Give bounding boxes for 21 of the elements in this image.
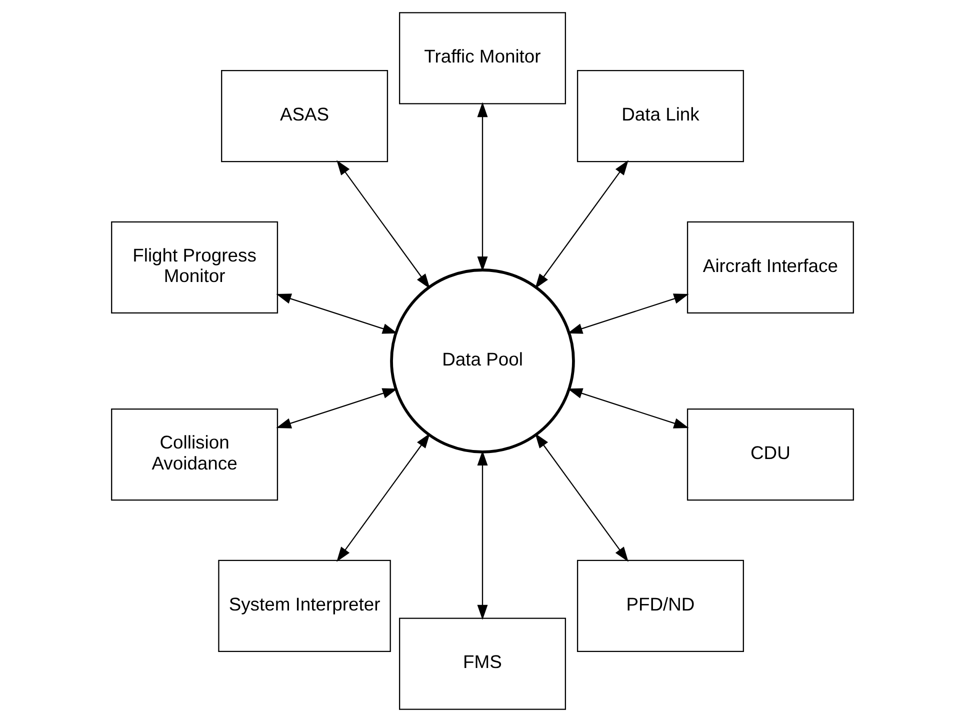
node-box: Flight Progress Monitor: [111, 221, 278, 314]
node-box: PFD/ND: [576, 560, 744, 652]
node-box: CDU: [686, 408, 854, 501]
arrow: [336, 433, 430, 562]
arrow: [336, 160, 430, 289]
node-box: Traffic Monitor: [399, 12, 566, 104]
node-box: ASAS: [221, 70, 388, 162]
node-box: Data Link: [576, 70, 744, 162]
node-box: Collision Avoidance: [111, 408, 278, 501]
arrow: [567, 294, 689, 334]
arrow: [535, 160, 628, 289]
node-circle: Data Pool: [390, 268, 575, 454]
node-box: FMS: [399, 618, 566, 710]
node-box: Aircraft Interface: [686, 221, 854, 314]
node-box: System Interpreter: [218, 560, 391, 652]
arrow: [535, 433, 628, 562]
arrow: [276, 294, 398, 334]
arrow: [477, 450, 488, 620]
arrow: [276, 388, 398, 428]
arrow: [567, 388, 689, 428]
arrow: [477, 102, 488, 272]
